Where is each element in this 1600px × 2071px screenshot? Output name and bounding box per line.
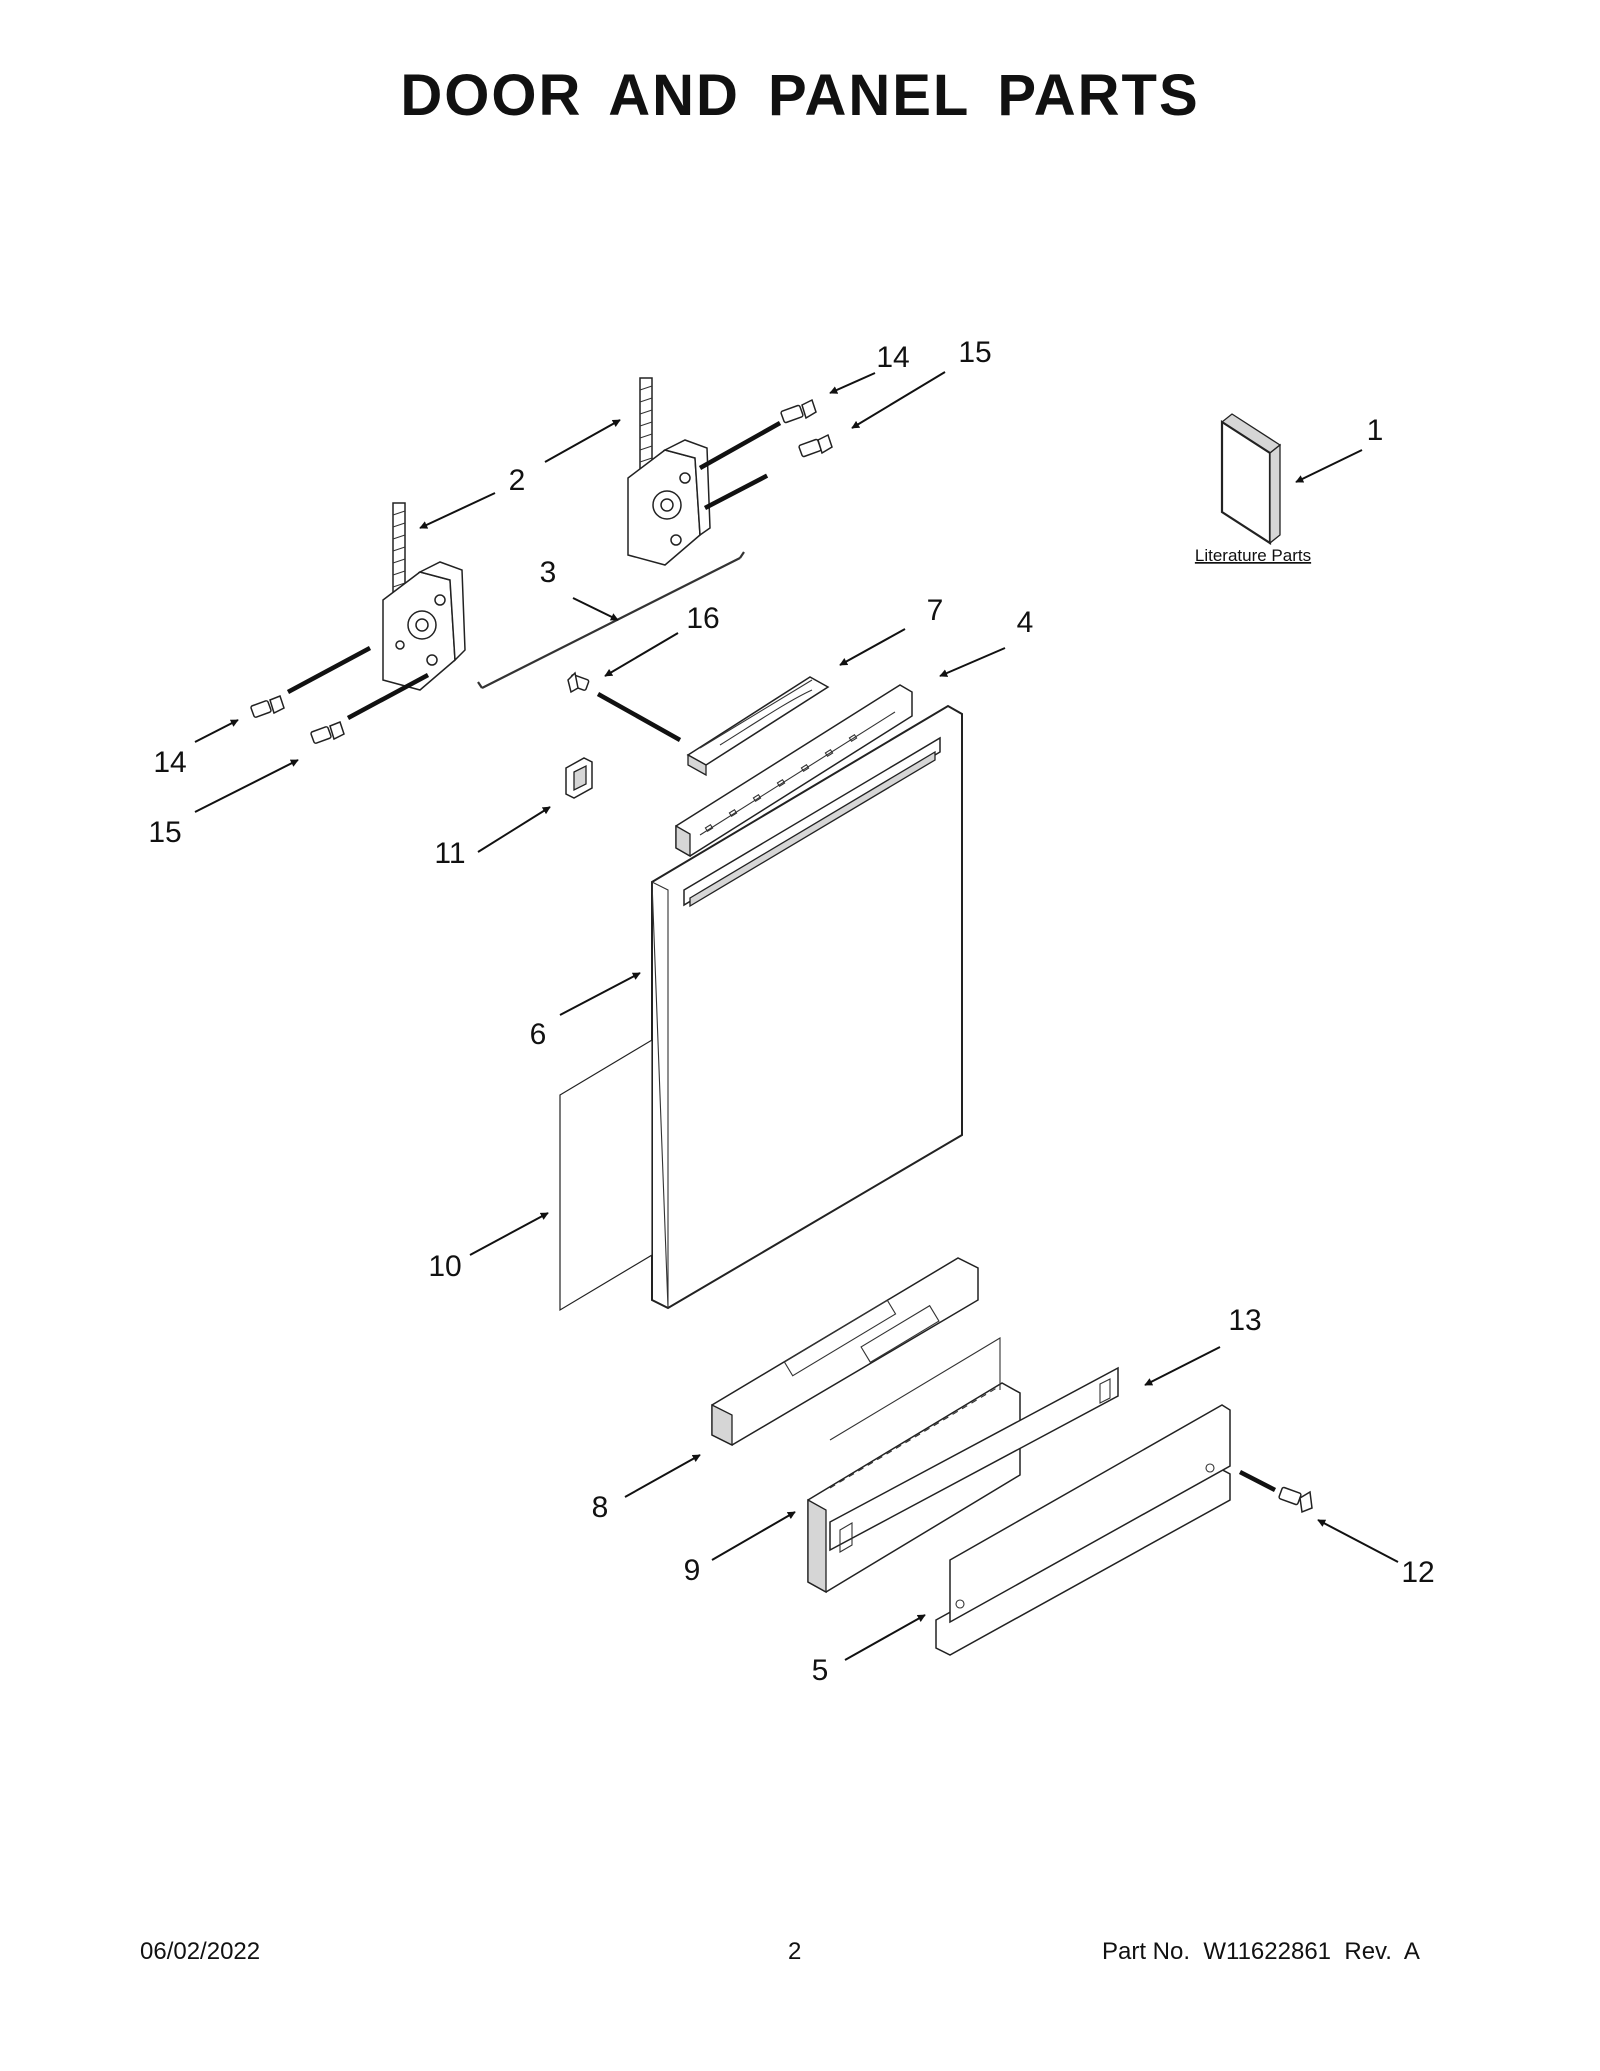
- callout-15-top: 15: [958, 336, 991, 369]
- lower-access-strip: [829, 1366, 1119, 1553]
- door-clip: [565, 757, 593, 799]
- screw-14-top: [698, 398, 817, 470]
- callout-11: 11: [434, 837, 465, 870]
- callout-15-left: 15: [148, 816, 181, 849]
- footer-page-number: 2: [788, 1938, 802, 1965]
- outer-door-panel: [651, 704, 963, 1310]
- page-title: DOOR AND PANEL PARTS: [400, 63, 1200, 128]
- screw-14-left: [250, 646, 372, 718]
- footer-part-number: Part No. W11622861 Rev. A: [1102, 1938, 1420, 1965]
- callout-3: 3: [540, 556, 557, 589]
- footer-date: 06/02/2022: [140, 1938, 261, 1965]
- screw-15-left: [310, 673, 430, 744]
- callout-14-left: 14: [153, 746, 186, 779]
- screw-15-top: [703, 433, 833, 510]
- callout-12: 12: [1401, 1556, 1434, 1589]
- literature-parts-booklet: [1220, 413, 1282, 546]
- callout-16: 16: [686, 602, 719, 635]
- callout-10: 10: [428, 1250, 461, 1283]
- callout-14-top: 14: [876, 341, 909, 374]
- callout-9: 9: [684, 1554, 701, 1587]
- callout-5: 5: [812, 1654, 829, 1687]
- screw-16: [567, 671, 682, 742]
- callout-numbers: 1 2 3 4 5 6 7 8 9 10 11 12 13 14 15 14 1…: [148, 336, 1434, 1687]
- toe-panel: [935, 1404, 1231, 1656]
- kick-plate-brace: [711, 1257, 979, 1447]
- callout-1: 1: [1367, 414, 1384, 447]
- literature-parts-label: Literature Parts: [1195, 546, 1311, 565]
- callout-2: 2: [509, 464, 526, 497]
- hinge-link-rod: [477, 551, 745, 689]
- hinge-left: [382, 502, 466, 691]
- callout-13: 13: [1228, 1304, 1261, 1337]
- callout-6: 6: [530, 1018, 547, 1051]
- callout-4: 4: [1017, 606, 1034, 639]
- door-handle: [686, 676, 830, 777]
- door-insulation: [559, 1038, 653, 1312]
- control-console: [675, 684, 913, 858]
- callout-8: 8: [592, 1491, 609, 1524]
- screw-12: [1238, 1469, 1313, 1514]
- hinge-right: [627, 377, 711, 566]
- callout-leaders: [194, 371, 1399, 1661]
- callout-7: 7: [927, 594, 944, 627]
